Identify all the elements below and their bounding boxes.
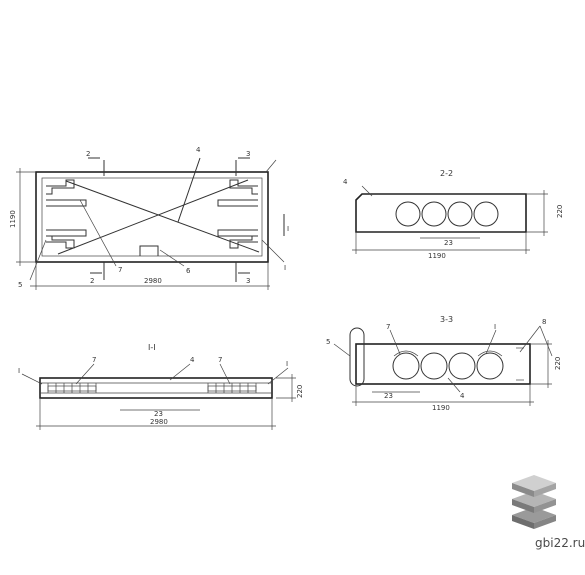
- plan-callout-7-leader: [79, 199, 117, 267]
- section-3-3-void-4: [476, 352, 504, 380]
- section-3-3-void-3: [448, 352, 476, 380]
- plan-section-3-bottom: 3: [246, 277, 250, 285]
- plan-section-2-bottom: 2: [90, 277, 94, 285]
- plan-loop-right-bottom: [229, 235, 258, 249]
- section-1-1-callout-Ib: I: [286, 360, 288, 368]
- section-3-3-callout-8-leader-a: [519, 325, 541, 353]
- section-3-3-callout-5: 5: [326, 338, 330, 346]
- section-3-3-callout-4-leader: [447, 377, 461, 393]
- section-2-2-void-1: [395, 201, 421, 227]
- plan-bar-left-bottom: [46, 229, 87, 237]
- section-3-3-callout-I: I: [494, 323, 496, 331]
- plan-dim-width: 1190: [9, 210, 17, 228]
- plan-callout-4: 4: [196, 146, 201, 154]
- plan-dim-length: 2980: [144, 277, 162, 285]
- plan-view: 2980 1190 4 6 7 5 I 2 2 3 3 I: [9, 146, 289, 290]
- section-1-1: I-I 7 7 4 I I 220 23 2980: [18, 343, 304, 430]
- section-2-2-void-4: [473, 201, 499, 227]
- section-3-3-title: 3-3: [440, 315, 453, 324]
- plan-bar-left-top: [46, 199, 87, 207]
- plan-callout-6-leader: [159, 249, 185, 267]
- section-3-3-callout-8: 8: [542, 318, 546, 326]
- section-1-1-mesh-right: [207, 383, 257, 393]
- section-2-2: 2-2 4 220 23 1190: [343, 169, 564, 260]
- plan-callout-7: 7: [118, 266, 122, 274]
- section-2-2-title: 2-2: [440, 169, 453, 178]
- section-2-2-void-3: [447, 201, 473, 227]
- section-2-2-void-2: [421, 201, 447, 227]
- section-3-3-outline: [355, 343, 531, 385]
- section-1-1-callout-Ia: I: [18, 367, 20, 375]
- section-3-3-dim-height: 220: [554, 357, 562, 370]
- plan-center-detail: [139, 245, 159, 256]
- plan-callout-I: I: [284, 264, 286, 272]
- section-3-3-callout-I-leader: [485, 329, 497, 355]
- plan-callout-6: 6: [186, 267, 191, 275]
- section-3-3-callout-4: 4: [460, 392, 465, 400]
- plan-callout-I-leader: [261, 239, 285, 263]
- section-1-1-dim-height: 220: [296, 385, 304, 398]
- section-3-3-bar-2: [477, 350, 503, 357]
- plan-loop-left-top: [46, 179, 75, 195]
- section-3-3-void-2: [420, 352, 448, 380]
- section-1-1-title: I-I: [148, 343, 156, 352]
- watermark-text: gbi22.ru: [535, 536, 585, 550]
- section-1-1-frame-left: [47, 385, 97, 392]
- plan-callout-5-leader: [29, 239, 47, 281]
- plan-callout-corner-leader: [265, 159, 277, 173]
- section-3-3-callout-7: 7: [386, 323, 390, 331]
- plan-inner-outline: [41, 177, 263, 257]
- section-1-1-outline: [39, 377, 273, 399]
- section-3-3-callout-5-leader: [333, 343, 351, 357]
- section-1-1-callout-4: 4: [190, 356, 195, 364]
- section-2-2-dim-23: 23: [444, 239, 453, 247]
- plan-bar-right-bottom: [217, 229, 258, 237]
- section-1-1-dim-length: 2980: [150, 418, 168, 426]
- section-1-1-callout-7a: 7: [92, 356, 96, 364]
- section-1-1-callout-7b-leader: [219, 363, 231, 385]
- plan-section-2-top: 2: [86, 150, 90, 158]
- section-1-1-frame-right: [207, 385, 257, 392]
- section-1-1-callout-4-leader: [169, 363, 191, 381]
- section-3-3-dim-width: 1190: [432, 404, 450, 412]
- section-3-3-bar-1: [393, 350, 419, 357]
- plan-loop-left-bottom: [46, 235, 75, 249]
- section-1-1-callout-7b: 7: [218, 356, 222, 364]
- plan-diagonal-1: [65, 180, 260, 253]
- plan-loop-right-top: [229, 179, 258, 195]
- plan-diagonal-2: [57, 179, 249, 255]
- section-2-2-outline: [355, 193, 527, 233]
- plan-section-I: I: [287, 225, 289, 233]
- section-1-1-mesh-left: [47, 383, 97, 393]
- section-3-3-callout-8-leader-b: [539, 325, 553, 357]
- section-1-1-dim-23: 23: [154, 410, 163, 418]
- plan-bar-right-top: [217, 199, 258, 207]
- stacked-slabs-logo-icon: [512, 475, 556, 529]
- plan-outline: [35, 171, 269, 263]
- section-1-1-callout-Ib-leader: [267, 367, 289, 385]
- section-1-1-callout-Ia-leader: [21, 373, 43, 385]
- plan-callout-4-leader: [177, 157, 201, 223]
- section-2-2-callout-4: 4: [343, 178, 348, 186]
- section-3-3: 3-3 5 7 I 4 8 220 23 1190: [326, 315, 562, 412]
- section-3-3-void-1: [392, 352, 420, 380]
- plan-section-3-top: 3: [246, 150, 250, 158]
- section-3-3-callout-7-leader: [389, 329, 401, 355]
- plan-callout-5: 5: [18, 281, 22, 289]
- section-3-3-lifting-loop: [349, 327, 365, 387]
- section-2-2-callout-4-leader: [361, 185, 373, 197]
- section-3-3-dim-23: 23: [384, 392, 393, 400]
- section-2-2-dim-height: 220: [556, 205, 564, 218]
- section-2-2-dim-width: 1190: [428, 252, 446, 260]
- section-1-1-callout-7a-leader: [75, 363, 95, 385]
